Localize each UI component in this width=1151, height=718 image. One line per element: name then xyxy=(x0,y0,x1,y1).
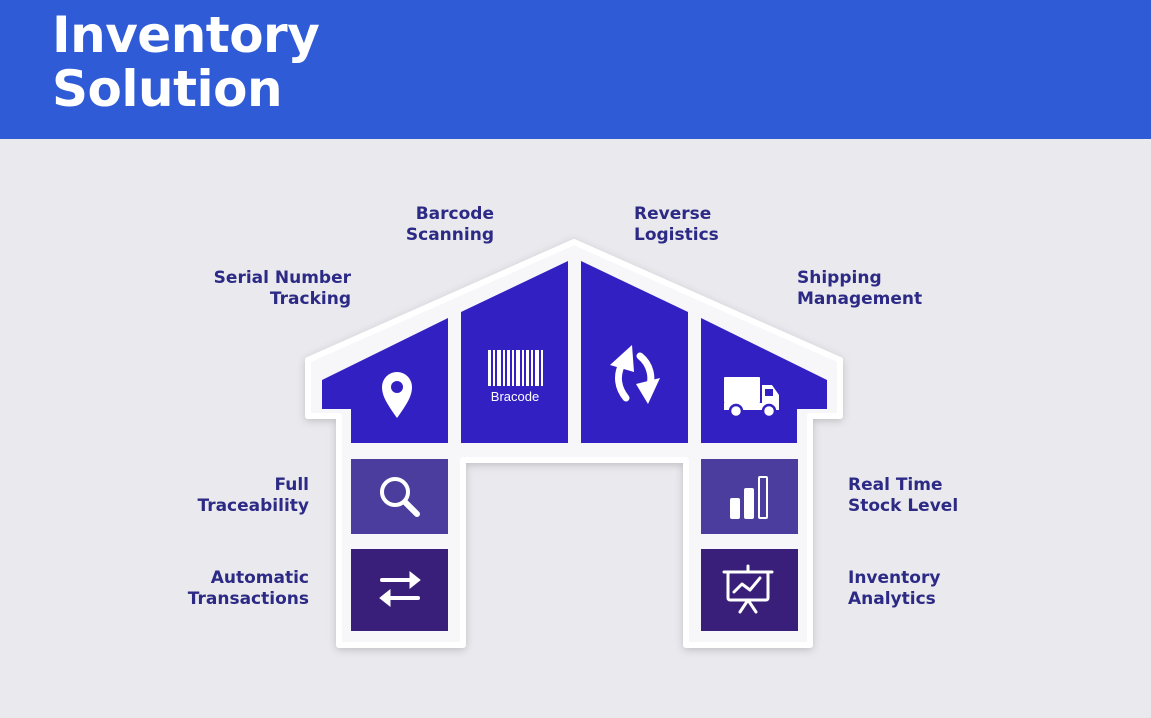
recycle-arrowheads xyxy=(610,345,660,404)
label-barcode-scanning: Barcode Scanning xyxy=(405,204,494,245)
magnifier-icon xyxy=(380,477,420,517)
tile-full-traceability xyxy=(351,459,448,534)
barcode-icon xyxy=(488,350,543,386)
page-title: Inventory Solution xyxy=(52,6,320,118)
label-automatic-transactions: Automatic Transactions xyxy=(187,568,309,609)
location-pin-icon xyxy=(382,372,412,418)
label-serial-number-tracking: Serial Number Tracking xyxy=(213,268,351,309)
truck-icon xyxy=(724,377,779,419)
label-inventory-analytics: Inventory Analytics xyxy=(848,568,941,609)
label-reverse-logistics: Reverse Logistics xyxy=(634,204,719,245)
header-banner xyxy=(0,0,1151,139)
label-full-traceability: Full Traceability xyxy=(197,475,309,516)
panel-barcode-scanning xyxy=(461,261,568,443)
title-line-1: Inventory xyxy=(52,6,320,64)
title-line-2: Solution xyxy=(52,60,283,118)
presentation-chart-icon xyxy=(722,564,774,614)
barcode-caption: Bracode xyxy=(491,389,539,404)
swap-arrows-icon xyxy=(379,570,421,608)
tile-automatic-transactions xyxy=(351,549,448,631)
panel-reverse-logistics xyxy=(581,261,688,443)
label-shipping-management: Shipping Management xyxy=(797,268,923,309)
bar-chart-icon xyxy=(730,476,768,519)
label-real-time-stock-level: Real Time Stock Level xyxy=(848,475,959,516)
